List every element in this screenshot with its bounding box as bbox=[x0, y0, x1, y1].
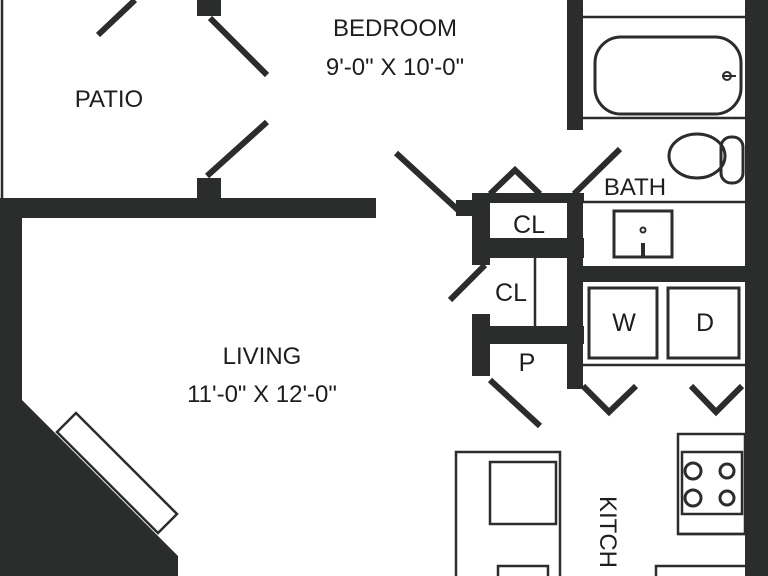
kitchen-sink-basin bbox=[488, 460, 558, 526]
washer-label: W bbox=[612, 309, 636, 337]
bath-label: BATH bbox=[604, 174, 666, 201]
patio-door-jamb-top bbox=[197, 0, 221, 16]
closet-right-wall bbox=[567, 193, 583, 389]
bath-laundry-wall bbox=[583, 266, 745, 282]
kitchen-sink-lower bbox=[496, 564, 550, 576]
closet-block-wall-lower bbox=[472, 314, 490, 376]
vanity-drain-icon bbox=[639, 226, 647, 234]
closet-top-wall bbox=[488, 193, 584, 203]
tv-console bbox=[55, 411, 179, 535]
range bbox=[676, 432, 747, 536]
pantry-label: P bbox=[519, 349, 536, 377]
kitchen-label: KITCH bbox=[594, 496, 621, 568]
patio-door-top-right bbox=[207, 15, 270, 78]
closet-upper-label: CL bbox=[513, 211, 545, 239]
bathtub bbox=[593, 35, 743, 116]
closet-lower-label: CL bbox=[495, 279, 527, 307]
kitchen-fridge bbox=[654, 564, 745, 576]
closet-block-wall-upper bbox=[472, 193, 490, 265]
bedroom-bath-wall bbox=[567, 0, 583, 130]
thin-lines bbox=[0, 0, 747, 576]
closet-mid-wall bbox=[488, 238, 584, 258]
patio-door-top-left bbox=[95, 0, 138, 38]
closet-door-jamb bbox=[456, 200, 472, 216]
burner-icon bbox=[718, 462, 736, 480]
living-size: 11'-0" X 12'-0" bbox=[187, 381, 337, 408]
bathtub-drain-icon bbox=[722, 71, 732, 81]
doors bbox=[95, 0, 745, 429]
labels: PATIO BEDROOM 9'-0" X 10'-0" LIVING 11'-… bbox=[75, 15, 714, 568]
patio-label: PATIO bbox=[75, 86, 143, 113]
right-exterior-wall bbox=[745, 0, 768, 576]
dryer bbox=[666, 286, 741, 360]
toilet-bowl bbox=[667, 132, 727, 180]
patio-living-wall bbox=[0, 198, 376, 218]
living-left-exterior-wall bbox=[0, 198, 178, 576]
patio-door-bottom-right bbox=[204, 119, 270, 179]
washer bbox=[587, 286, 659, 360]
dryer-label: D bbox=[696, 309, 714, 337]
pantry-door bbox=[487, 377, 543, 429]
patio-door-jamb-bottom bbox=[197, 178, 221, 200]
burner-icon bbox=[683, 488, 703, 508]
burner-icon bbox=[718, 489, 736, 507]
closet-upper-door bbox=[487, 165, 543, 197]
laundry-door-left bbox=[580, 383, 639, 417]
living-label: LIVING bbox=[223, 343, 302, 370]
bedroom-label: BEDROOM bbox=[333, 15, 457, 42]
burner-icon bbox=[683, 461, 703, 481]
pantry-top-wall bbox=[488, 326, 584, 344]
kitchen-counter bbox=[454, 450, 562, 576]
range-cooktop bbox=[680, 450, 744, 516]
fixtures bbox=[587, 35, 745, 508]
closet-lower-door bbox=[447, 262, 488, 303]
bath-door bbox=[571, 146, 623, 197]
toilet-tank bbox=[719, 135, 745, 185]
laundry-door-right bbox=[688, 383, 745, 417]
bedroom-size: 9'-0" X 10'-0" bbox=[326, 54, 464, 81]
bedroom-door bbox=[393, 150, 461, 213]
